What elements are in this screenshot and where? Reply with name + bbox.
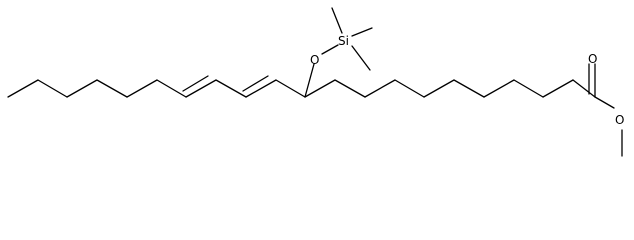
- bond-carbonyl-ester-o: [594, 96, 615, 109]
- bond-c1-c2: [7, 79, 39, 98]
- bond-c16-c17: [423, 79, 455, 98]
- double-bond-2-b: [242, 75, 269, 92]
- silicon-atom-label: Si: [338, 34, 349, 48]
- bond-si-methyl-down: [351, 45, 371, 71]
- bond-c18-c19: [483, 79, 515, 98]
- double-bond-1-a: [185, 79, 217, 98]
- bond-c15-c16: [394, 79, 425, 98]
- bond-c6-c7: [156, 79, 187, 98]
- atom-labels: Si O O O: [310, 34, 624, 127]
- bond-c2-c3: [37, 79, 68, 98]
- double-bond-1-b: [182, 75, 209, 92]
- double-bond-2-a: [245, 79, 277, 98]
- bond-c11-c12: [275, 79, 306, 98]
- bond-c21-carbonyl: [572, 79, 596, 98]
- bond-c4-c5: [96, 79, 128, 98]
- bond-c3-c4: [66, 79, 98, 98]
- bond-c12-c13: [304, 79, 336, 98]
- ester-oxygen-label: O: [615, 113, 624, 127]
- bonds: [7, 7, 623, 157]
- bond-c19-c20: [513, 79, 544, 98]
- bond-c14-c15: [364, 79, 396, 98]
- bond-c12-o: [304, 63, 315, 98]
- structure-canvas: Si O O O: [7, 7, 625, 157]
- bond-c13-c14: [334, 79, 366, 98]
- bond-c20-c21: [542, 79, 574, 98]
- bond-o-si: [321, 44, 339, 55]
- skeletal-formula: Si O O O: [7, 7, 624, 157]
- ether-oxygen-label: O: [310, 53, 319, 67]
- bond-si-methyl-top: [331, 7, 343, 34]
- bond-c9-c10: [215, 79, 247, 98]
- bond-si-methyl-right: [351, 27, 373, 37]
- carbonyl-oxygen-label: O: [588, 52, 597, 66]
- bond-c5-c6: [126, 79, 158, 98]
- bond-c17-c18: [453, 79, 485, 98]
